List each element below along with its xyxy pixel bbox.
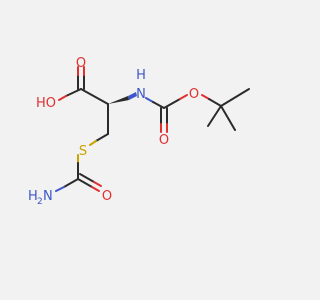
bond-amide-c-n (55, 186, 65, 192)
bond-amide-c-n (63, 178, 79, 188)
atom-labels: O HO H N O O S O H 2 N (28, 56, 199, 207)
bonds (55, 66, 250, 192)
atom-carboxyl-o: O (76, 56, 86, 71)
bond-tbu-methyl-1 (220, 88, 250, 107)
bond-carboxyl-alpha (80, 88, 109, 105)
atom-amide-n: N (43, 189, 53, 204)
bond-n-carbamate (145, 97, 154, 103)
atom-sulfur: S (79, 144, 87, 159)
atom-amide-h: H (28, 189, 38, 204)
atom-amide-o: O (102, 189, 112, 204)
atom-amine-n: N (136, 87, 146, 102)
atom-amide-nh2: H 2 N (28, 189, 53, 207)
structure-canvas: O HO H N O O S O H 2 N (28, 56, 250, 207)
atom-carbamate-o-ether: O (189, 87, 199, 102)
bond-alpha-n-wedge-n (128, 92, 137, 100)
atom-carbamate-o-double: O (159, 133, 169, 148)
bond-n-carbamate (152, 101, 165, 109)
bond-ch2-s (95, 133, 109, 142)
bond-tbu-methyl-2 (207, 105, 222, 127)
atom-amide-h-subscript: 2 (37, 197, 43, 207)
bond-amide-c-o (91, 186, 100, 192)
bond-tbu-methyl-3 (220, 105, 236, 131)
bond-oether-tbu (208, 98, 222, 107)
bond-alpha-n-wedge (108, 96, 129, 104)
bond-carbamate-c-oether (163, 98, 181, 109)
bond-amide-c-o-2 (93, 181, 102, 187)
bond-oether-tbu (201, 94, 210, 100)
molecule-diagram: O HO H N O O S O H 2 N (28, 56, 250, 207)
bond-carbamate-c-oether (179, 94, 188, 100)
atom-hydroxyl-ho: HO (36, 96, 56, 111)
atom-amine-h: H (136, 68, 146, 83)
bond-amide-c-o-2 (79, 173, 95, 183)
bond-amide-c-o (77, 178, 93, 188)
bond-ch2-s (89, 140, 97, 146)
bond-carboxyl-c-oh (65, 88, 82, 97)
bond-carboxyl-c-oh (58, 95, 67, 101)
